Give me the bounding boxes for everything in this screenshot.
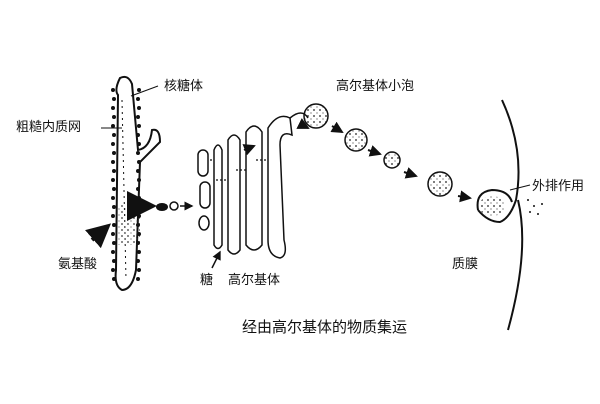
golgi-vesicle (344, 128, 368, 152)
ribosome-leader-line (130, 85, 159, 97)
ribosome-dot (111, 106, 115, 110)
ribosome-dot (112, 259, 116, 263)
ribosome-dot (112, 115, 116, 119)
ribosome-dot (112, 223, 116, 227)
label-plasma-membrane: 质膜 (452, 257, 479, 272)
plasma-membrane (477, 99, 524, 331)
ribosome-dot (137, 124, 141, 128)
label-sugar: 糖 (200, 273, 214, 288)
er-to-golgi-transport (127, 191, 194, 221)
ribosome-dot (112, 277, 116, 281)
transport-arrow (367, 145, 382, 157)
label-rough-er: 粗糙内质网 (16, 120, 82, 135)
ribosome-dot (112, 187, 116, 191)
ribosome-dot (111, 250, 115, 254)
vesicle-path-arrows (242, 118, 472, 203)
golgi-vesicle (303, 103, 329, 129)
ribosome-dot (137, 232, 141, 236)
transport-arrow (457, 190, 472, 203)
ribosome-dot (137, 142, 141, 146)
golgi-stack (197, 112, 309, 259)
ribosome-dot (112, 151, 116, 155)
ribosome-dot (137, 250, 141, 254)
label-amino-acid: 氨基酸 (58, 257, 98, 272)
transport-arrow (296, 118, 310, 129)
rough-er (114, 75, 162, 292)
exocytosis-content (479, 196, 505, 216)
ribosome-dot (111, 88, 115, 92)
transport-arrow (242, 144, 256, 156)
ribosome-dot (111, 142, 115, 146)
golgi-vesicle (383, 151, 401, 169)
ribosome-dot (137, 160, 141, 164)
ribosome-dot (136, 97, 140, 101)
ribosome-group (111, 88, 141, 281)
ribosome-dot (137, 88, 141, 92)
golgi-vesicle (427, 171, 453, 197)
ribosome-dot (136, 187, 140, 191)
ribosome-dot (136, 151, 140, 155)
ribosome-dot (111, 196, 115, 200)
ribosome-dot (111, 268, 115, 272)
exocytosis-leader-line (509, 184, 531, 191)
amino-acid-arrow (85, 223, 112, 249)
ribosome-dot (137, 214, 141, 218)
ribosome-dot (112, 133, 116, 137)
label-golgi: 高尔基体 (228, 273, 281, 288)
sugar-arrow (211, 250, 221, 269)
ribosome-dot (137, 106, 141, 110)
ribosome-dot (136, 241, 140, 245)
ribosome-dot (112, 241, 116, 245)
ribosome-dot (136, 115, 140, 119)
ribosome-dot (136, 277, 140, 281)
ribosome-dot (136, 259, 140, 263)
ribosome-dot (111, 232, 115, 236)
ribosome-dot (111, 214, 115, 218)
ribosome-dot (136, 133, 140, 137)
label-ribosome: 核糖体 (164, 79, 204, 94)
golgi-vesicles (303, 103, 453, 197)
transport-arrow (403, 167, 418, 179)
ribosome-dot (112, 169, 116, 173)
ribosome-dot (112, 97, 116, 101)
exocytosis-vesicle (476, 188, 513, 211)
label-golgi-vesicle: 高尔基体小泡 (336, 79, 415, 94)
ribosome-dot (111, 160, 115, 164)
diagram-caption: 经由高尔基体的物质集运 (242, 318, 408, 336)
ribosome-dot (112, 205, 116, 209)
label-exocytosis: 外排作用 (532, 179, 585, 194)
ribosome-dot (137, 178, 141, 182)
ribosome-dot (136, 169, 140, 173)
ribosome-dot (136, 223, 140, 227)
ribosome-dot (137, 196, 141, 200)
exocytosis-dots (527, 199, 543, 215)
ribosome-dot (136, 205, 140, 209)
ribosome-dot (111, 178, 115, 182)
ribosome-dot (111, 124, 115, 128)
ribosome-dot (137, 268, 141, 272)
transport-arrow (330, 121, 344, 134)
